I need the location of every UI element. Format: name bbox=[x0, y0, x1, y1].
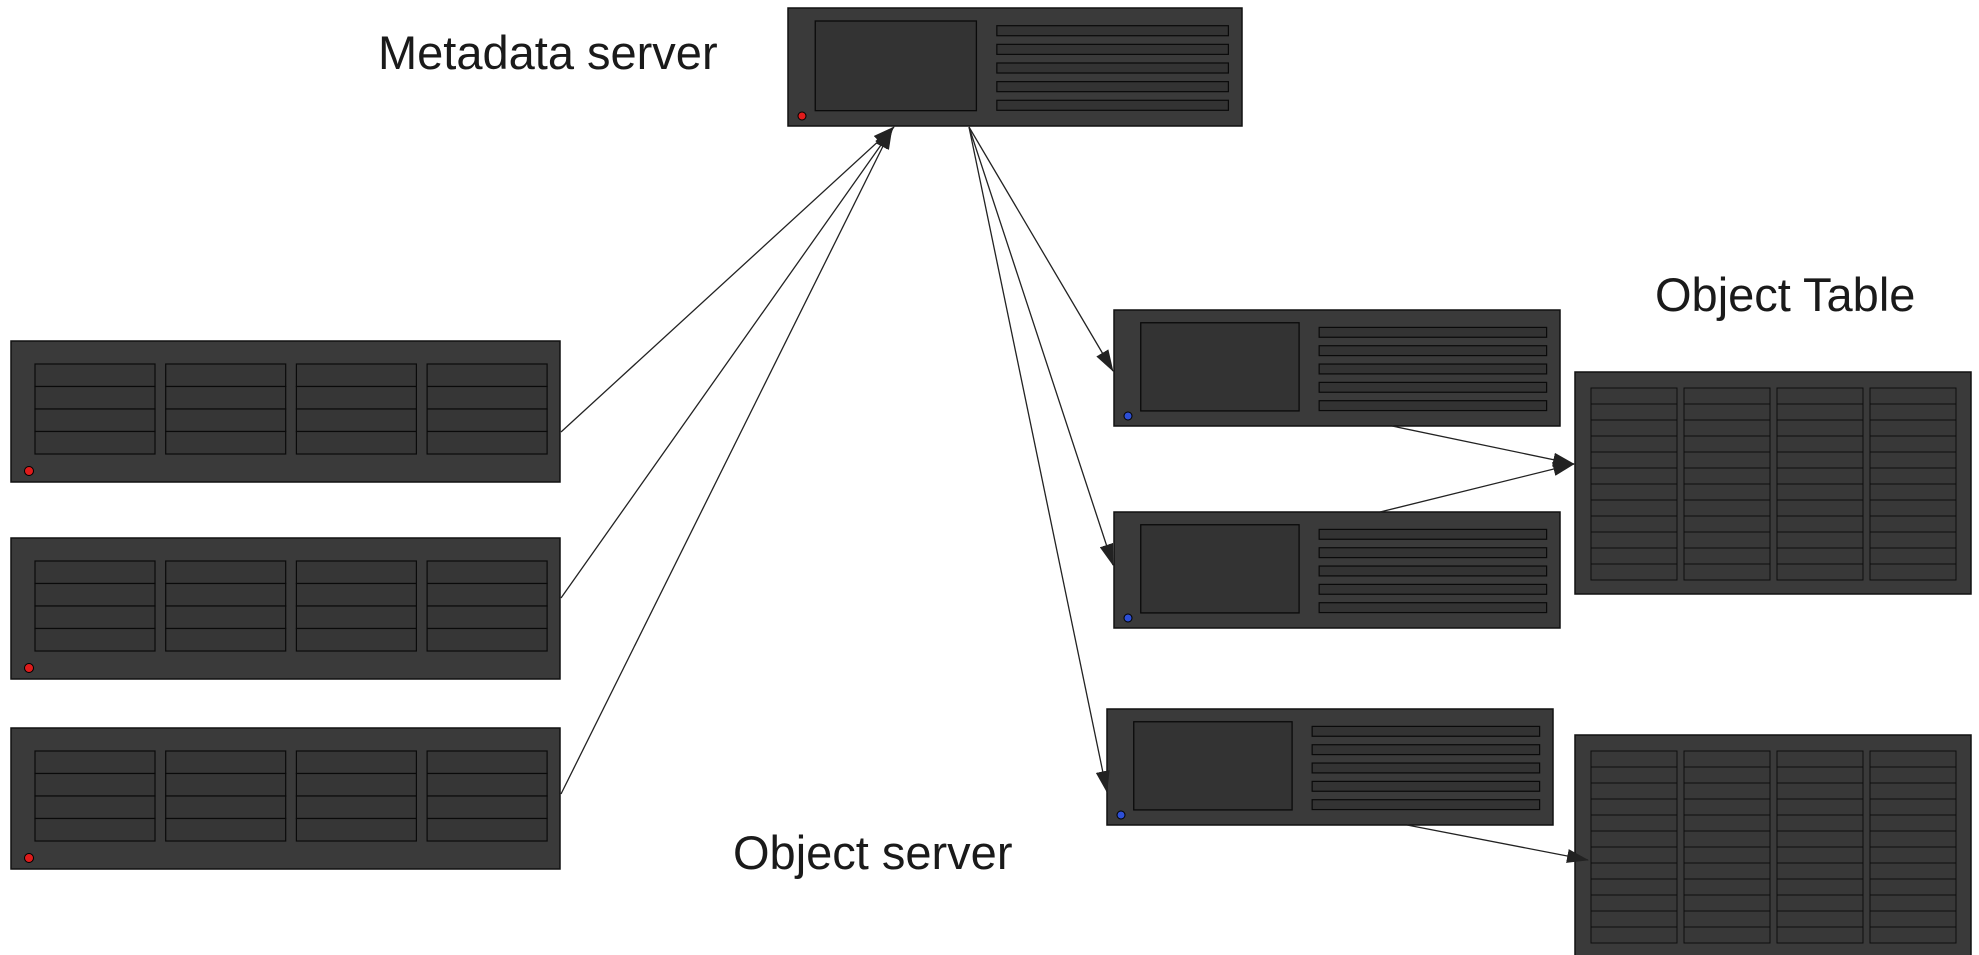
metadata-server bbox=[787, 7, 1243, 127]
status-led-icon bbox=[24, 663, 34, 673]
object-table-label: Object Table bbox=[1655, 268, 1916, 321]
client-storage-unit bbox=[10, 340, 561, 483]
client-storage-unit bbox=[10, 727, 561, 870]
object-server bbox=[1106, 708, 1554, 826]
status-led-icon bbox=[797, 111, 807, 121]
connector-arrow bbox=[1406, 824, 1589, 863]
object-table-array bbox=[1574, 734, 1972, 955]
metadata-server-label: Metadata server bbox=[378, 26, 718, 79]
client-storage-unit bbox=[10, 537, 561, 680]
connector-arrow bbox=[560, 127, 894, 599]
status-led-icon bbox=[1116, 810, 1126, 820]
status-led-icon bbox=[24, 853, 34, 863]
connector-arrow bbox=[968, 126, 1114, 566]
object-server bbox=[1113, 511, 1561, 629]
connector-arrow bbox=[1379, 462, 1575, 513]
connector-arrow bbox=[1391, 425, 1575, 467]
status-led-icon bbox=[24, 466, 34, 476]
object-table-array bbox=[1574, 371, 1972, 595]
status-led-icon bbox=[1123, 613, 1133, 623]
object-server-label: Object server bbox=[733, 826, 1013, 879]
object-server bbox=[1113, 309, 1561, 427]
connector-arrow bbox=[560, 127, 893, 795]
connector-arrow bbox=[968, 126, 1114, 372]
connector-arrow bbox=[968, 126, 1110, 793]
status-led-icon bbox=[1123, 411, 1133, 421]
connector-arrow bbox=[560, 126, 895, 433]
